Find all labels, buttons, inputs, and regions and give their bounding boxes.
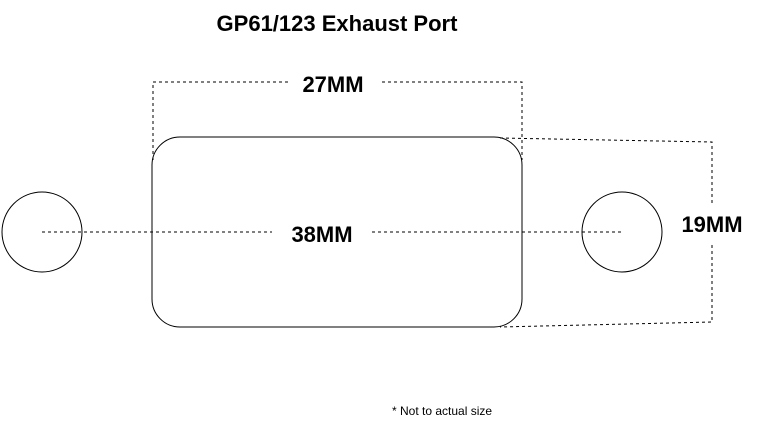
- scale-footnote: * Not to actual size: [392, 404, 492, 418]
- width-dimension-label: 27MM: [302, 72, 363, 97]
- diagram-title: GP61/123 Exhaust Port: [217, 11, 459, 36]
- width-dimension-bracket: [152, 81, 523, 160]
- left-bolt-hole: [1, 191, 83, 273]
- length-dimension-label: 38MM: [291, 222, 352, 247]
- height-dimension-label: 19MM: [681, 212, 742, 237]
- height-dimension-bracket: [499, 137, 713, 328]
